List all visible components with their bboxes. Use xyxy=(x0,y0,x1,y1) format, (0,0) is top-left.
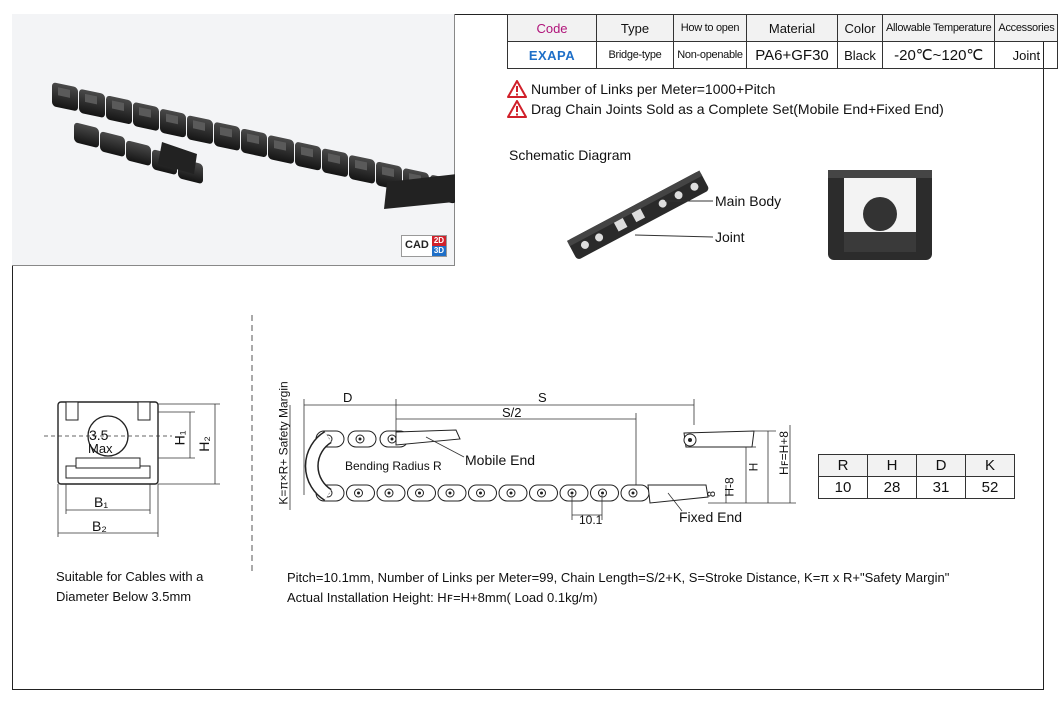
chain-link xyxy=(268,135,294,164)
schematic-diagram xyxy=(566,170,714,259)
note-joints: Drag Chain Joints Sold as a Complete Set… xyxy=(507,100,944,118)
dim-header-h: H xyxy=(867,454,917,477)
footer-line-2: Actual Installation Height: Hꜰ=H+8mm( Lo… xyxy=(287,590,598,605)
side-link xyxy=(407,484,436,502)
cad-label: CAD xyxy=(405,239,429,251)
joint-label: Joint xyxy=(715,229,745,245)
chain-link xyxy=(349,155,375,184)
chain-link xyxy=(187,115,213,144)
dim-header-d: D xyxy=(916,454,966,477)
side-link xyxy=(376,484,406,502)
pitch-label: 10.1 xyxy=(579,513,603,527)
chain-link xyxy=(100,131,125,157)
dim-value-k: 52 xyxy=(965,476,1015,499)
cable-size: 3.5 xyxy=(89,427,109,443)
separator xyxy=(251,315,253,575)
chain-link xyxy=(106,95,132,124)
chain-link xyxy=(214,122,240,151)
side-link xyxy=(498,484,528,502)
side-link xyxy=(620,484,650,502)
spec-type: Bridge-type xyxy=(596,41,674,69)
spec-code[interactable]: EXAPA xyxy=(507,41,597,69)
spec-header-color: Color xyxy=(837,14,883,42)
side-link xyxy=(437,484,467,502)
spec-header-type: Type xyxy=(596,14,674,42)
footer-line-1: Pitch=10.1mm, Number of Links per Meter=… xyxy=(287,570,950,585)
drag-chain-photo xyxy=(52,82,457,209)
h2-label: H₂ xyxy=(195,436,212,452)
mobile-end-label: Mobile End xyxy=(465,452,536,468)
fixed-end-mount xyxy=(384,174,457,209)
side-link xyxy=(347,430,377,448)
spec-temp: -20℃~120℃ xyxy=(881,41,996,69)
spec-material: PA6+GF30 xyxy=(746,41,838,69)
spec-header-code: Code xyxy=(507,14,597,42)
dim-hf: Hꜰ=H+8 xyxy=(776,431,791,475)
spec-table: Code Type How to open Material Color All… xyxy=(507,14,1059,69)
cad-badge[interactable]: CAD 2D 3D xyxy=(401,235,448,257)
warning-icon xyxy=(507,80,527,98)
dim-value-d: 31 xyxy=(916,476,966,499)
chain-link xyxy=(295,142,321,171)
main-body-label: Main Body xyxy=(715,193,782,209)
note-links-text: Number of Links per Meter=1000+Pitch xyxy=(531,81,776,97)
spec-accessories: Joint xyxy=(994,41,1059,69)
dim-header-k: K xyxy=(965,454,1015,477)
side-link xyxy=(529,484,558,502)
chain-link xyxy=(241,128,267,157)
dim-d: D xyxy=(343,390,353,405)
b1-label: B₁ xyxy=(94,494,109,510)
spec-header-temp: Allowable Temperature xyxy=(881,14,996,42)
chain-link xyxy=(160,109,186,138)
dimension-table: R H D K 10 28 31 52 xyxy=(818,454,1015,499)
warning-icon xyxy=(507,100,527,118)
dim-value-h: 28 xyxy=(867,476,917,499)
spec-header-material: Material xyxy=(746,14,838,42)
dim-8: 8 xyxy=(706,490,719,498)
link-end-view xyxy=(828,170,932,260)
cad-2d: 2D xyxy=(431,236,447,246)
product-photo xyxy=(12,14,457,266)
side-view xyxy=(289,399,796,520)
bending-radius-label: Bending Radius R xyxy=(345,459,442,473)
spec-open: Non-openable xyxy=(673,41,747,69)
note-joints-text: Drag Chain Joints Sold as a Complete Set… xyxy=(531,101,944,117)
dim-value-r: 10 xyxy=(818,476,868,499)
dim-s: S xyxy=(538,390,547,405)
cable-caption-2: Diameter Below 3.5mm xyxy=(56,589,192,604)
side-link xyxy=(468,484,497,502)
dim-k: K=π×R+ Safety Margin xyxy=(276,381,291,505)
fixed-end-label: Fixed End xyxy=(679,509,743,525)
chain-link xyxy=(322,148,348,177)
dim-header-r: R xyxy=(818,454,868,477)
note-links: Number of Links per Meter=1000+Pitch xyxy=(507,80,775,98)
chain-link xyxy=(79,89,105,118)
chain-link xyxy=(126,140,151,166)
schematic-title: Schematic Diagram xyxy=(509,147,632,163)
cross-section xyxy=(44,401,220,537)
dim-h-8: H-8 xyxy=(722,477,737,497)
mobile-end-mount xyxy=(158,142,197,174)
side-link xyxy=(559,484,589,502)
cable-caption-1: Suitable for Cables with a xyxy=(56,569,204,584)
side-link xyxy=(346,484,375,502)
b2-label: B₂ xyxy=(92,518,107,534)
spec-header-open: How to open xyxy=(673,14,747,42)
chain-link xyxy=(74,122,99,148)
cable-size-unit: Max xyxy=(88,441,113,456)
chain-link xyxy=(133,102,159,131)
spec-header-accessories: Accessories xyxy=(994,14,1059,42)
cad-3d: 3D xyxy=(431,246,447,256)
dim-s-half: S/2 xyxy=(502,405,522,420)
h1-label: H₁ xyxy=(171,430,188,446)
dim-h: H xyxy=(746,462,761,472)
spec-color: Black xyxy=(837,41,883,69)
side-link xyxy=(590,484,619,502)
chain-link xyxy=(52,82,78,111)
